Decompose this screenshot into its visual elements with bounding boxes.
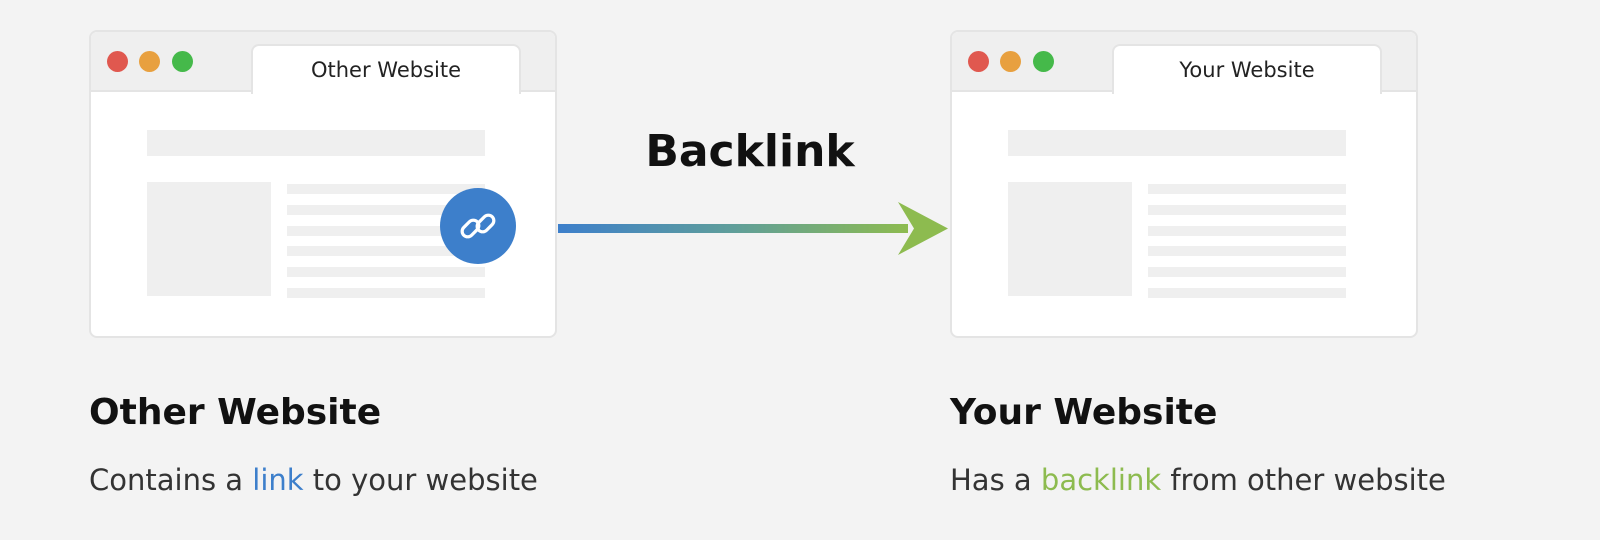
placeholder-image [147, 182, 271, 296]
tab-cover [253, 88, 519, 94]
placeholder-line [1148, 226, 1346, 236]
minimize-dot-icon [1000, 51, 1021, 72]
placeholder-line [1148, 246, 1346, 256]
backlink-highlight: backlink [1040, 463, 1162, 497]
other-website-title: Other Website [89, 392, 382, 433]
placeholder-line [1148, 288, 1346, 298]
browser-tab-title: Other Website [310, 58, 461, 82]
description-text: from other website [1161, 463, 1446, 497]
description-text: Contains a [89, 463, 253, 497]
tab-cover [1114, 88, 1380, 94]
chain-link-icon [460, 213, 496, 239]
placeholder-line [1148, 184, 1346, 194]
description-text: Has a [950, 463, 1041, 497]
your-website-browser: Your Website [950, 30, 1418, 338]
placeholder-line [287, 184, 485, 194]
link-highlight: link [252, 463, 304, 497]
placeholder-line [287, 246, 485, 256]
description-text: to your website [303, 463, 538, 497]
placeholder-line [1148, 205, 1346, 215]
placeholder-line [1148, 267, 1346, 277]
minimize-dot-icon [139, 51, 160, 72]
maximize-dot-icon [172, 51, 193, 72]
arrow-right-icon [558, 202, 948, 255]
browser-tab: Your Website [1112, 44, 1382, 94]
close-dot-icon [968, 51, 989, 72]
your-website-title: Your Website [950, 392, 1218, 433]
backlink-label: Backlink [645, 126, 855, 177]
other-website-browser: Other Website [89, 30, 557, 338]
link-badge [440, 188, 516, 264]
placeholder-line [287, 226, 485, 236]
browser-tab: Other Website [251, 44, 521, 94]
placeholder-line [287, 267, 485, 277]
placeholder-image [1008, 182, 1132, 296]
close-dot-icon [107, 51, 128, 72]
placeholder-line [287, 205, 485, 215]
placeholder-header [147, 130, 485, 156]
other-website-description: Contains a link to your website [89, 463, 538, 497]
browser-tab-title: Your Website [1179, 58, 1315, 82]
placeholder-line [287, 288, 485, 298]
maximize-dot-icon [1033, 51, 1054, 72]
your-website-description: Has a backlink from other website [950, 463, 1446, 497]
placeholder-header [1008, 130, 1346, 156]
